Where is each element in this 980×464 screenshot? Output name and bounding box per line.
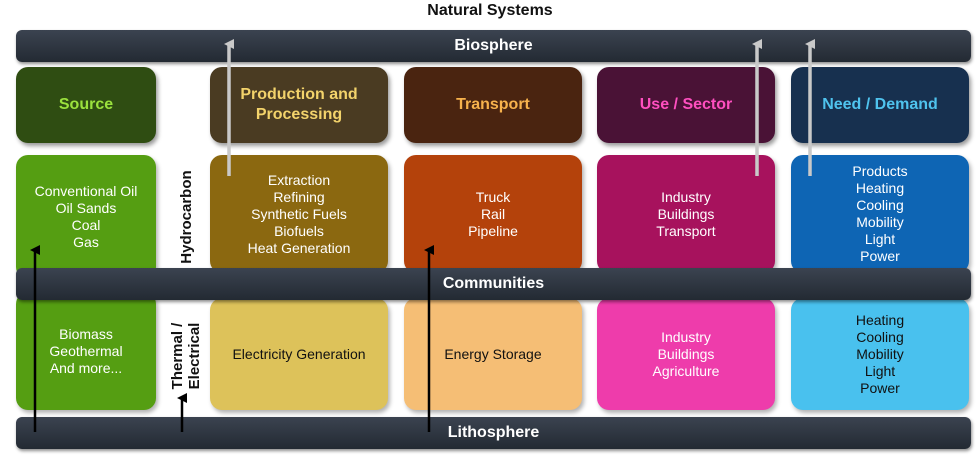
cell-item: Buildings — [657, 205, 715, 222]
cell-item: Gas — [73, 234, 99, 250]
header-use-sector: Use / Sector — [597, 67, 775, 143]
header-transport: Transport — [404, 67, 582, 143]
cell-item: Biomass — [59, 325, 113, 342]
cell-item: Coal — [71, 217, 101, 233]
biosphere-bar: Biosphere — [16, 30, 971, 62]
cell-item: Agriculture — [652, 362, 720, 379]
header-production-processing: Production and Processing — [210, 67, 388, 143]
communities-bar: Communities — [16, 268, 971, 300]
cell-item: Heat Generation — [247, 239, 351, 256]
cell-item: Mobility — [856, 214, 904, 230]
header-line: Production and — [240, 86, 358, 103]
cell-item: Pipeline — [468, 222, 518, 239]
cell-item: And more... — [49, 359, 123, 376]
cell-item: Buildings — [657, 345, 715, 362]
cell-item: Light — [864, 231, 896, 247]
thermal-label-line: Thermal / — [169, 322, 186, 390]
cell-item: Oil Sands — [55, 200, 117, 216]
cell-item: Electricity Generation — [232, 345, 366, 362]
cell-item: Light — [864, 362, 896, 379]
header-source: Source — [16, 67, 156, 143]
cell-production-thermal: Electricity Generation — [210, 298, 388, 410]
cell-item: Power — [860, 248, 900, 264]
cell-item: Geothermal — [49, 342, 123, 359]
cell-item: Biofuels — [274, 222, 324, 239]
lithosphere-bar: Lithosphere — [16, 417, 971, 449]
cell-item: Truck — [475, 188, 511, 205]
cell-item: Refining — [273, 188, 325, 205]
header-need-demand: Need / Demand — [791, 67, 969, 143]
header-line: Processing — [255, 106, 343, 123]
hydrocarbon-label: Hydrocarbon — [177, 170, 195, 264]
cell-item: Heating — [855, 311, 905, 328]
cell-item: Conventional Oil — [34, 183, 138, 199]
cell-transport-thermal: Energy Storage — [404, 298, 582, 410]
cell-item: Synthetic Fuels — [251, 205, 347, 222]
cell-item: Cooling — [856, 328, 904, 345]
cell-item: Cooling — [856, 197, 904, 213]
cell-item: Industry — [661, 328, 711, 345]
cell-item: Transport — [656, 222, 716, 239]
diagram-title: Natural Systems — [427, 2, 553, 19]
cell-item: Mobility — [856, 345, 904, 362]
thermal-electrical-label: Thermal / Electrical — [166, 306, 206, 406]
cell-item: Energy Storage — [444, 345, 542, 362]
cell-item: Extraction — [267, 171, 331, 188]
cell-item: Products — [852, 163, 908, 179]
cell-item: Power — [860, 379, 900, 396]
cell-item: Rail — [480, 205, 506, 222]
electrical-label-line: Electrical — [186, 322, 203, 390]
cell-item: Heating — [855, 180, 905, 196]
cell-item: Industry — [661, 188, 711, 205]
